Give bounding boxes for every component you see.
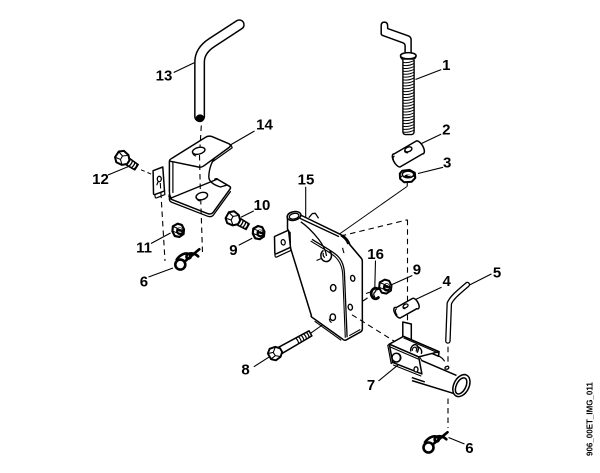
svg-text:12: 12 <box>92 171 109 188</box>
svg-text:6: 6 <box>465 440 473 457</box>
svg-text:9: 9 <box>413 262 421 279</box>
svg-text:1: 1 <box>442 57 450 74</box>
svg-text:2: 2 <box>442 122 450 139</box>
svg-text:13: 13 <box>156 68 173 85</box>
svg-text:14: 14 <box>256 117 273 134</box>
svg-text:7: 7 <box>367 377 375 394</box>
svg-text:16: 16 <box>367 246 384 263</box>
svg-text:10: 10 <box>254 197 271 214</box>
svg-text:15: 15 <box>298 172 315 189</box>
svg-text:906_00ET_IMG_011: 906_00ET_IMG_011 <box>586 382 595 456</box>
svg-text:4: 4 <box>443 273 452 290</box>
svg-text:5: 5 <box>493 265 501 282</box>
svg-text:8: 8 <box>241 362 249 379</box>
svg-text:3: 3 <box>443 155 451 172</box>
svg-text:9: 9 <box>229 242 237 259</box>
svg-text:11: 11 <box>136 240 152 257</box>
svg-text:6: 6 <box>140 274 148 291</box>
